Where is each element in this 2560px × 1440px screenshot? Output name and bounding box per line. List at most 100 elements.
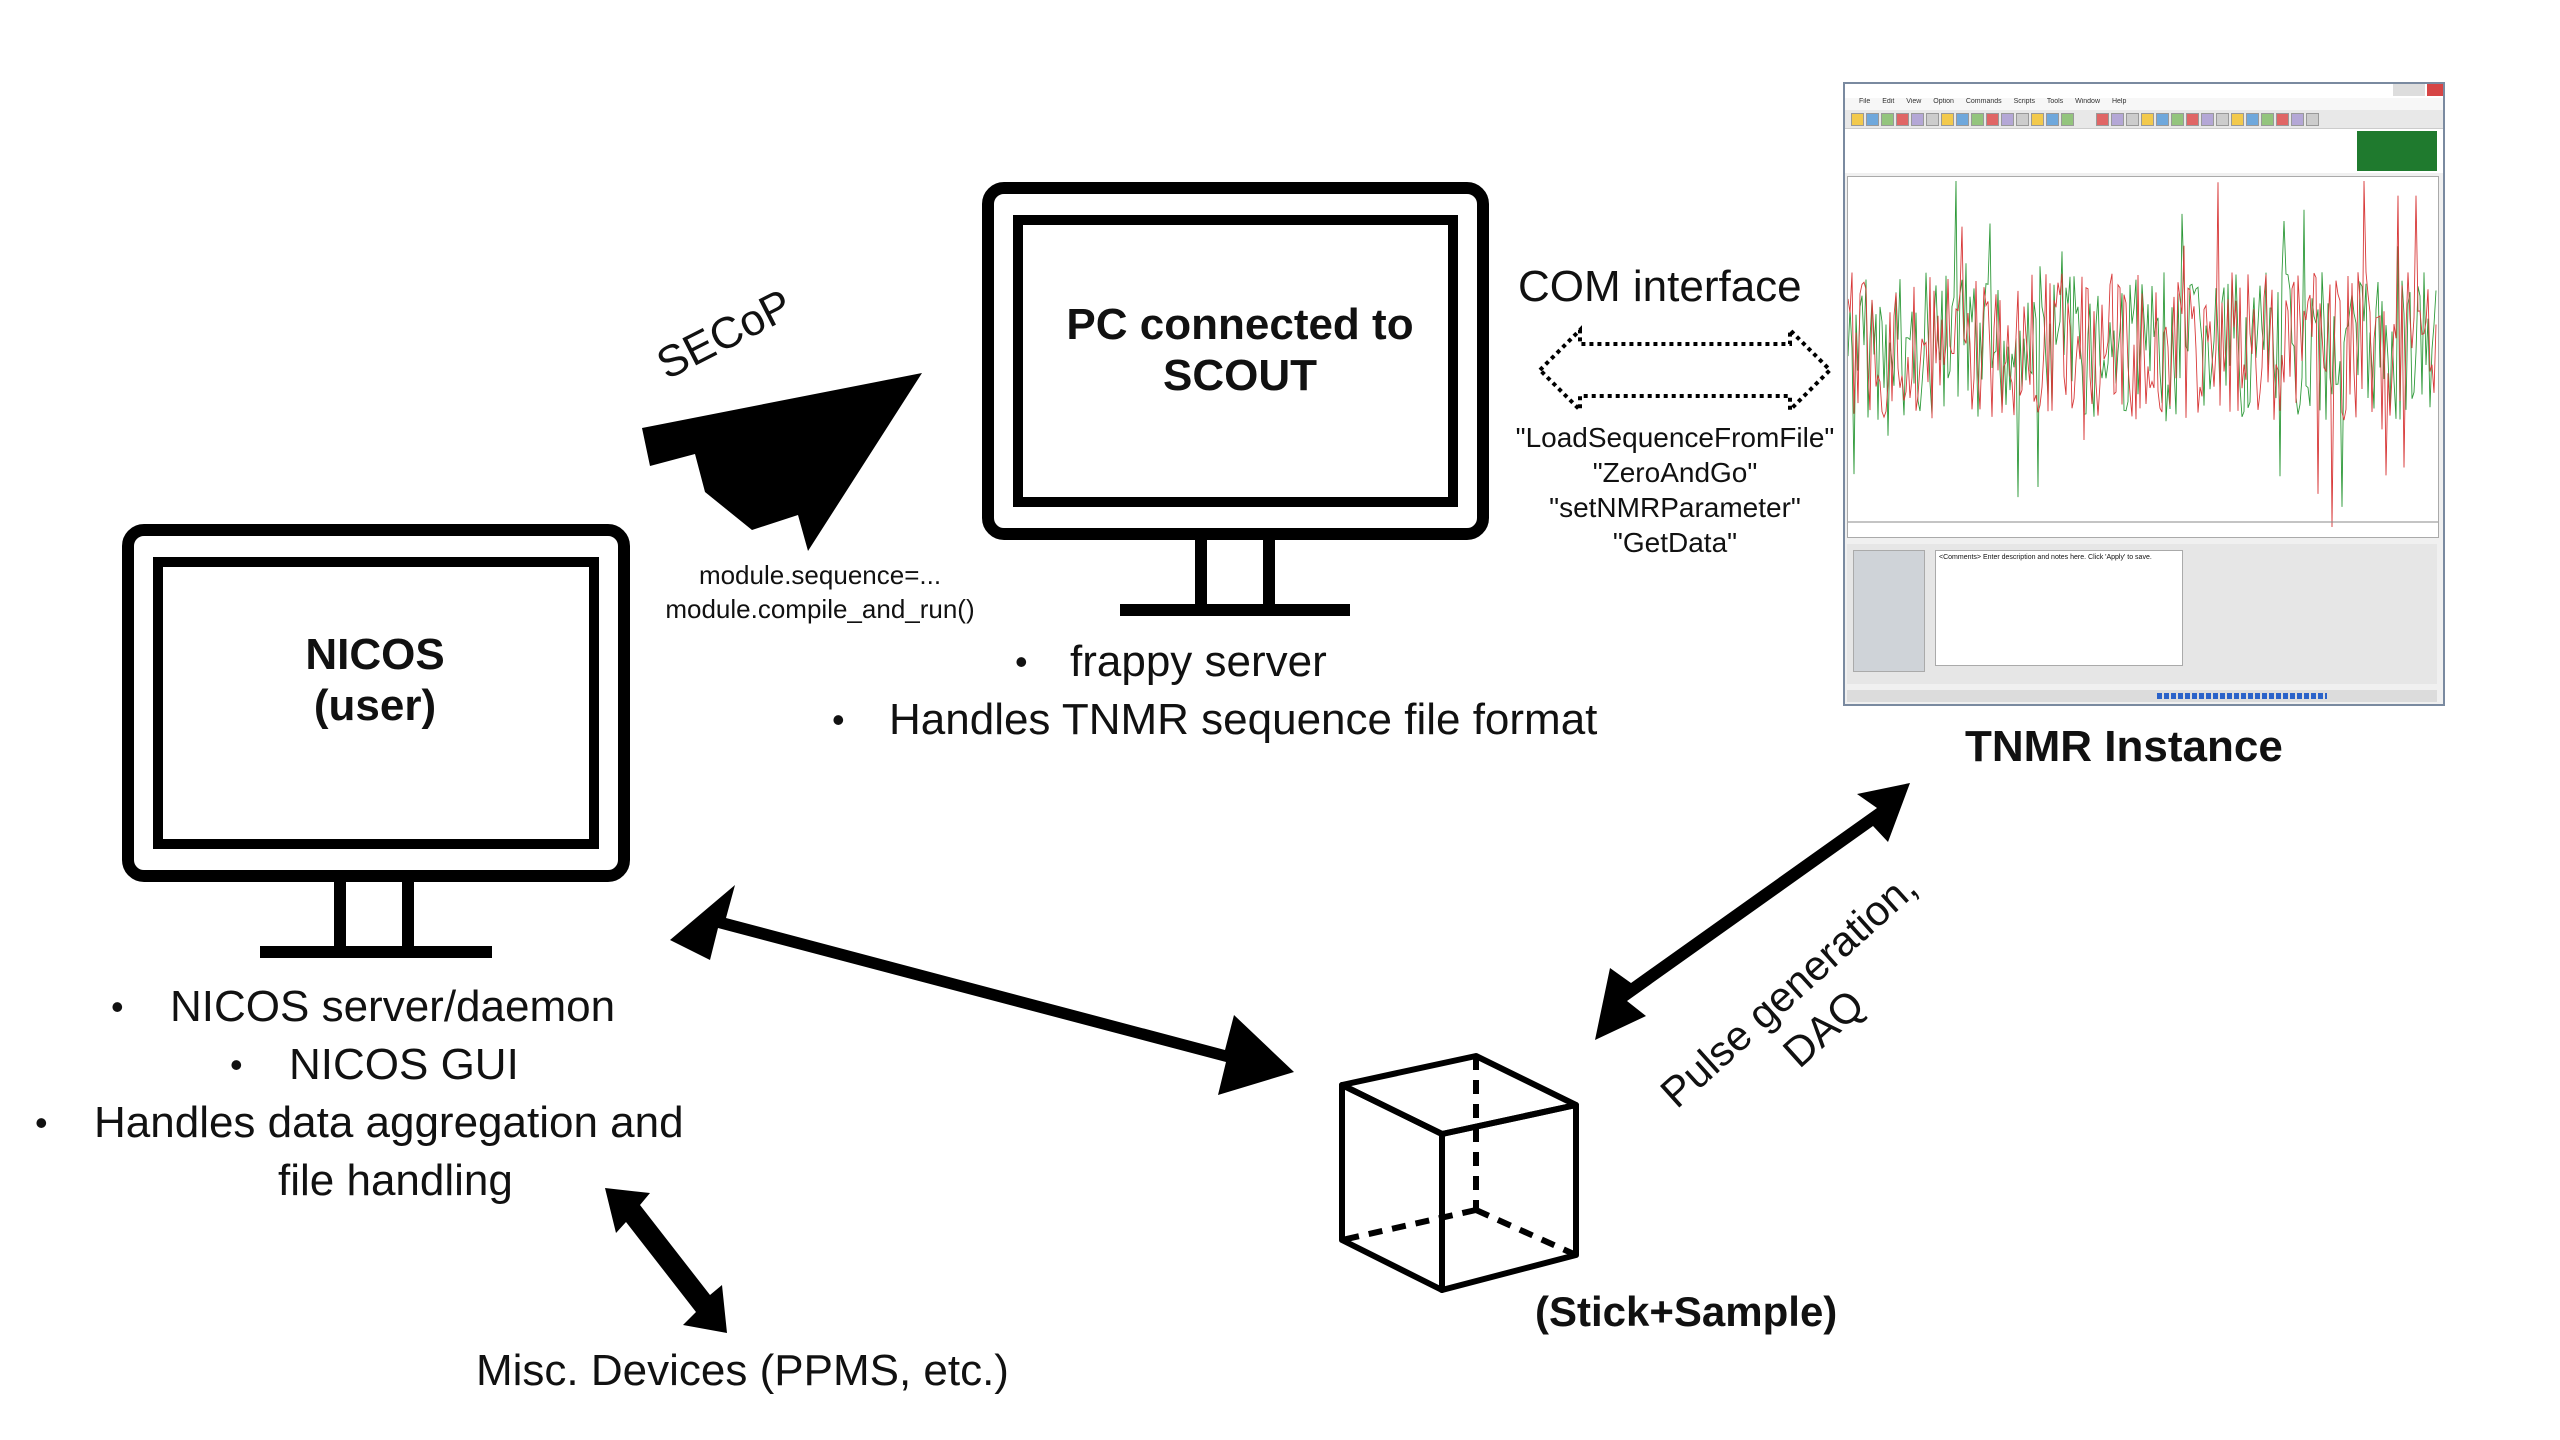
- nicos-bullet-item: • NICOS server/daemon: [111, 978, 760, 1036]
- tnmr-menubar: File Edit View Option Commands Scripts T…: [1845, 98, 2443, 110]
- tnmr-menu-item: View: [1906, 98, 1922, 105]
- tnmr-menu-item: File: [1859, 98, 1871, 105]
- tnmr-stick-arrow: [1595, 783, 1910, 1040]
- toolbar-button-icon: [2171, 113, 2184, 126]
- toolbar-button-icon: [1866, 113, 1879, 126]
- tnmr-title: TNMR Instance: [1965, 722, 2283, 771]
- com-label: COM interface: [1518, 262, 1802, 311]
- tnmr-bottom-panel: <Comments> Enter description and notes h…: [1847, 544, 2437, 684]
- toolbar-button-icon: [2031, 113, 2044, 126]
- nicos-bullet-item: • NICOS GUI: [230, 1036, 879, 1094]
- toolbar-button-icon: [2156, 113, 2169, 126]
- tnmr-menu-item: Help: [2111, 98, 2127, 105]
- misc-devices-label: Misc. Devices (PPMS, etc.): [476, 1346, 1009, 1395]
- toolbar-button-icon: [2231, 113, 2244, 126]
- tnmr-menu-item: Edit: [1882, 98, 1895, 105]
- nicos-bullet-item: • Handles data aggregation and: [35, 1094, 684, 1152]
- pc-title-line1: PC connected to: [1066, 300, 1414, 349]
- nicos-title-line2: (user): [313, 680, 437, 730]
- toolbar-button-icon: [1956, 113, 1969, 126]
- toolbar-button-icon: [2291, 113, 2304, 126]
- signal-trace: [1847, 180, 2437, 528]
- tnmr-menu-item: Window: [2075, 98, 2101, 105]
- toolbar-button-icon: [2061, 113, 2074, 126]
- tnmr-comments-box: <Comments> Enter description and notes h…: [1935, 550, 2183, 666]
- toolbar-button-icon: [2126, 113, 2139, 126]
- tnmr-plot: [1847, 176, 2439, 538]
- toolbar-button-icon: [2186, 113, 2199, 126]
- pc-bullet-item: • Handles TNMR sequence file format: [832, 691, 1598, 749]
- bullet-dot: •: [832, 699, 845, 740]
- toolbar-button-icon: [1941, 113, 1954, 126]
- toolbar-button-icon: [1986, 113, 1999, 126]
- tnmr-toolbar: [1845, 110, 2443, 129]
- toolbar-button-icon: [2216, 113, 2229, 126]
- nicos-bullet-text-continued: file handling: [278, 1152, 868, 1210]
- bullet-dot: •: [111, 986, 124, 1027]
- toolbar-button-icon: [1896, 113, 1909, 126]
- com-command: "GetData": [1612, 527, 1738, 558]
- tnmr-screenshot: File Edit View Option Commands Scripts T…: [1843, 82, 2445, 706]
- nicos-bullet-text: NICOS server/daemon: [170, 982, 616, 1031]
- sample-cube-icon: [1339, 1053, 1579, 1293]
- tnmr-thumbnail: [2357, 131, 2437, 171]
- nicos-title-line1: NICOS: [305, 630, 445, 679]
- com-command: "LoadSequenceFromFile": [1515, 422, 1835, 453]
- toolbar-button-icon: [2001, 113, 2014, 126]
- nicos-bullet-text: Handles data aggregation and: [94, 1098, 684, 1147]
- toolbar-button-icon: [2261, 113, 2274, 126]
- nicos-bullet-list: • NICOS server/daemon • NICOS GUI • Hand…: [20, 978, 684, 1210]
- nicos-monitor-icon: [122, 524, 630, 958]
- toolbar-button-icon: [2016, 113, 2029, 126]
- signal-trace: [1847, 180, 2437, 507]
- stick-sample-label: (Stick+Sample): [1535, 1288, 1838, 1335]
- toolbar-button-icon: [2111, 113, 2124, 126]
- bullet-dot: •: [35, 1102, 48, 1143]
- tnmr-menu-item: Commands: [1965, 98, 2002, 105]
- pc-monitor-icon: [982, 182, 1489, 616]
- toolbar-button-icon: [2046, 113, 2059, 126]
- secop-command: module.sequence=...: [698, 560, 942, 590]
- pc-title: PC connected to SCOUT: [1010, 300, 1470, 401]
- toolbar-button-icon: [1926, 113, 1939, 126]
- bullet-dot: •: [1015, 641, 1028, 682]
- com-command: "ZeroAndGo": [1592, 457, 1758, 488]
- tnmr-titlebar: [1845, 84, 2443, 98]
- toolbar-button-icon: [1911, 113, 1924, 126]
- toolbar-button-icon: [2201, 113, 2214, 126]
- nicos-title: NICOS (user): [170, 630, 580, 731]
- pc-bullet-text: frappy server: [1070, 637, 1327, 686]
- minimize-icon: [2393, 84, 2409, 96]
- close-icon: [2427, 84, 2443, 96]
- nicos-bullet-text: NICOS GUI: [289, 1040, 519, 1089]
- bullet-dot: •: [230, 1044, 243, 1085]
- tnmr-menu-item: Tools: [2046, 98, 2064, 105]
- toolbar-button-icon: [2306, 113, 2319, 126]
- com-commands: "LoadSequenceFromFile" "ZeroAndGo" "setN…: [1490, 420, 1860, 560]
- toolbar-button-icon: [2276, 113, 2289, 126]
- toolbar-button-icon: [2141, 113, 2154, 126]
- pc-bullet-text: Handles TNMR sequence file format: [889, 695, 1598, 744]
- tnmr-parameter-list: [1853, 550, 1925, 672]
- tnmr-menu-item: Option: [1933, 98, 1954, 105]
- toolbar-button-icon: [2096, 113, 2109, 126]
- com-command: "setNMRParameter": [1549, 492, 1801, 523]
- toolbar-button-icon: [2246, 113, 2259, 126]
- tnmr-menu-item: Scripts: [2013, 98, 2035, 105]
- com-interface-arrow: [1537, 325, 1833, 415]
- tnmr-signal-plot: [1847, 180, 2438, 528]
- pc-title-line2: SCOUT: [1163, 350, 1317, 400]
- pc-bullet-item: • frappy server: [1015, 633, 1778, 691]
- nicos-stick-arrow: [670, 885, 1294, 1095]
- secop-arrow: [642, 373, 922, 551]
- nicos-misc-arrow: [605, 1188, 727, 1333]
- secop-commands: module.sequence=... module.compile_and_r…: [640, 558, 1000, 626]
- tnmr-statusbar: [1847, 690, 2437, 702]
- tnmr-info-panel: [1845, 129, 2443, 173]
- maximize-icon: [2409, 84, 2425, 96]
- toolbar-button-icon: [1971, 113, 1984, 126]
- toolbar-button-icon: [1881, 113, 1894, 126]
- tnmr-progress-bar: [2157, 693, 2327, 699]
- secop-command: module.compile_and_run(): [665, 594, 975, 624]
